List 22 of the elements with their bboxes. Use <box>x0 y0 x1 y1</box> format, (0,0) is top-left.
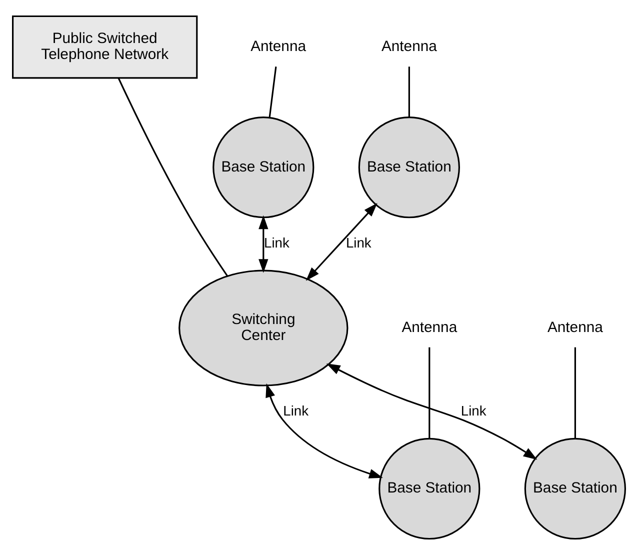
node-text: Antenna <box>547 319 603 336</box>
edge-label: Link <box>283 402 309 418</box>
arrow <box>266 382 383 478</box>
arrow <box>306 202 378 280</box>
node-circle: Base Station <box>212 116 314 218</box>
node-ellipse: Switching Center <box>178 269 348 386</box>
node-text: Antenna <box>381 38 437 55</box>
node-text: Antenna <box>250 38 306 55</box>
node-circle: Base Station <box>524 437 626 540</box>
node-box: Public Switched Telephone Network <box>12 14 198 78</box>
connector <box>428 346 430 438</box>
arrow <box>326 363 538 460</box>
edge-label: Link <box>460 402 486 418</box>
connector <box>574 346 576 438</box>
edge-label: Link <box>346 234 372 250</box>
node-text: Antenna <box>402 319 458 336</box>
connector <box>408 66 410 116</box>
connector <box>118 77 228 276</box>
connector <box>268 66 277 117</box>
edge-label: Link <box>264 234 290 250</box>
node-circle: Base Station <box>378 437 480 540</box>
arrow <box>258 214 268 272</box>
